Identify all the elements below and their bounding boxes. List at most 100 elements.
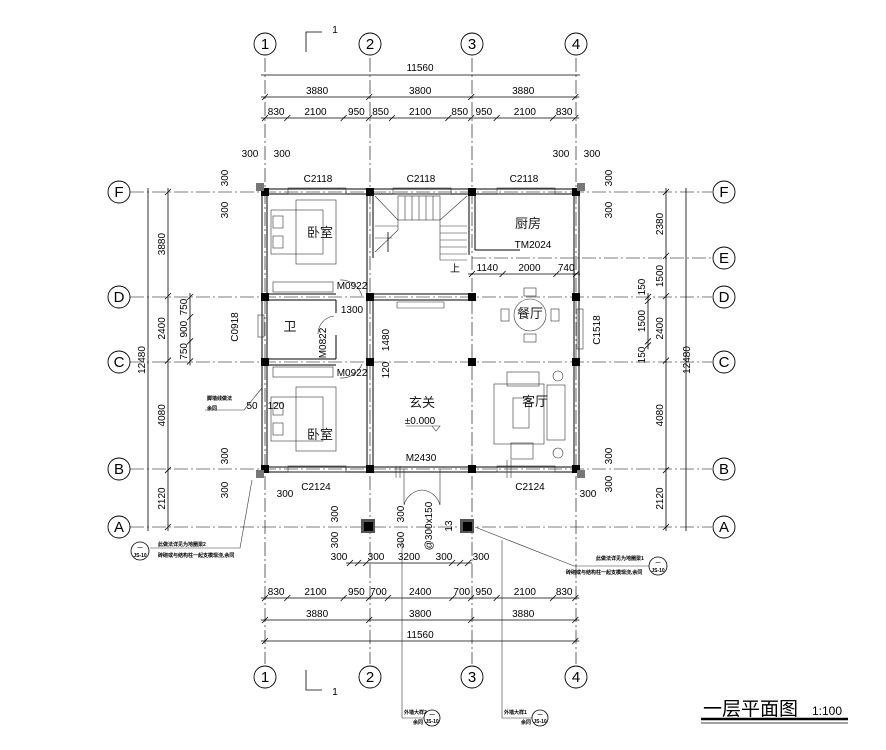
corner-dimension: 300 bbox=[220, 169, 231, 186]
left-window-dimension-tick bbox=[186, 338, 194, 345]
right-bay-dimension-tick bbox=[662, 188, 670, 196]
bottom-detail-dimension-tick bbox=[384, 594, 392, 602]
detail-symbol: — bbox=[138, 545, 143, 551]
drawing-scale: 1:100 bbox=[812, 704, 842, 718]
axis-label: 1 bbox=[261, 36, 269, 53]
drawing-title: 一层平面图 bbox=[703, 699, 798, 720]
top-bay-dimension-tick bbox=[261, 93, 269, 101]
note: 砖砌或与结构柱一起支模现浇,余同 bbox=[566, 569, 642, 576]
column-offset: 50 bbox=[246, 401, 258, 412]
right-window-dimension-tick bbox=[644, 297, 652, 305]
detail-bubble bbox=[130, 541, 150, 561]
entry-dimension-value: 300 bbox=[436, 552, 453, 563]
entry-dimension-value: 300 bbox=[473, 552, 490, 563]
left-bay-dimension-value: 2400 bbox=[157, 317, 168, 340]
right-bay-dimension-value: 2120 bbox=[655, 487, 666, 510]
column-offset: 120 bbox=[268, 401, 285, 412]
bottom-detail-dimension-value: 950 bbox=[348, 587, 365, 598]
section-number: 1 bbox=[332, 687, 338, 698]
note: 此做法详见为地圈梁2 bbox=[158, 541, 206, 548]
detail-ref: JS-10 bbox=[425, 719, 439, 725]
top-bay-dimension-tick bbox=[467, 93, 475, 101]
top-detail-dimension-value: 950 bbox=[476, 107, 493, 118]
right-bay-dimension-value: 2400 bbox=[655, 317, 666, 340]
top-detail-dimension-tick bbox=[365, 114, 373, 122]
door-label: M0922 bbox=[337, 368, 368, 379]
bottom-total-dimension-tick bbox=[261, 637, 269, 645]
top-detail-dimension-tick bbox=[493, 114, 500, 122]
step-note: @300x150 bbox=[424, 501, 435, 550]
detail-bubble bbox=[648, 556, 668, 576]
right-total-dimension: 12480 bbox=[682, 346, 693, 374]
entry-dimension-tick bbox=[354, 559, 362, 567]
step-count: 13 bbox=[444, 520, 455, 532]
bottom-detail-dimension-tick bbox=[549, 594, 557, 602]
top-detail-dimension-tick bbox=[261, 114, 269, 122]
bottom-detail-dimension-value: 700 bbox=[453, 587, 470, 598]
bottom-detail-dimension-value: 2400 bbox=[409, 587, 432, 598]
corner-dimension: 300 bbox=[553, 149, 570, 160]
window-label: C0918 bbox=[230, 312, 241, 342]
top-detail-dimension-value: 830 bbox=[556, 107, 573, 118]
right-bay-dimension-tick bbox=[662, 523, 670, 531]
entry-dimension-value: 300 bbox=[331, 552, 348, 563]
axis-label: C bbox=[719, 354, 730, 371]
kitchen-door-dimension-value: 2000 bbox=[518, 263, 541, 274]
entry-dimension-value: 3200 bbox=[398, 552, 421, 563]
axis-label: 4 bbox=[572, 36, 580, 53]
window-label: C2118 bbox=[304, 174, 333, 185]
right-bay-dimension-value: 1500 bbox=[655, 264, 666, 287]
bottom-bay-dimension-tick bbox=[467, 616, 475, 624]
left-window-dimension-value: 750 bbox=[179, 298, 190, 315]
window-label: C2124 bbox=[301, 482, 331, 493]
axis-bubble bbox=[107, 285, 131, 309]
top-bay-dimension-tick bbox=[365, 93, 373, 101]
corner-dimension: 300 bbox=[274, 149, 291, 160]
window-label: C2118 bbox=[510, 174, 539, 185]
note: 此做法详见为地圈梁1 bbox=[596, 555, 644, 562]
left-bay-dimension-value: 3880 bbox=[157, 233, 168, 256]
section-mark-top bbox=[305, 31, 322, 52]
entry-dimension-tick bbox=[362, 559, 370, 567]
corner-dimension: 300 bbox=[604, 447, 615, 464]
axis-label: B bbox=[719, 461, 729, 478]
top-detail-dimension-tick bbox=[467, 114, 475, 122]
left-bay-dimension-tick bbox=[164, 188, 172, 196]
kitchen-door-dimension-tick bbox=[468, 270, 476, 278]
axis-label: E bbox=[719, 250, 729, 267]
top-detail-dimension-value: 850 bbox=[372, 107, 389, 118]
detail-label: 余同 bbox=[520, 719, 531, 726]
corner-dimension: 300 bbox=[604, 169, 615, 186]
axis-bubble bbox=[107, 180, 131, 204]
axis-label: F bbox=[719, 184, 728, 201]
note: 余同 bbox=[206, 405, 217, 412]
axis-bubble bbox=[712, 350, 736, 374]
hall-dimension: 1480 bbox=[381, 328, 392, 351]
detail-label: 外墙大样1 bbox=[504, 709, 527, 716]
corner-dimension: 300 bbox=[580, 489, 597, 500]
bottom-detail-dimension-value: 830 bbox=[268, 587, 285, 598]
kitchen-door-dimension-value: 740 bbox=[558, 263, 575, 274]
axis-bubble bbox=[712, 246, 736, 270]
left-bay-dimension-tick bbox=[164, 292, 172, 300]
right-window-dimension-value: 1500 bbox=[637, 309, 648, 332]
hall-dimension: 120 bbox=[381, 361, 392, 378]
entry-dimension-tick bbox=[448, 559, 456, 567]
note: 砖砌或与结构柱一起支模现浇,余同 bbox=[158, 552, 234, 559]
corner-dimension: 300 bbox=[220, 481, 231, 498]
axis-bubble bbox=[564, 32, 588, 56]
room-label-kitchen: 厨房 bbox=[515, 216, 541, 231]
hall-dimension: 1300 bbox=[341, 305, 364, 316]
axis-bubble bbox=[460, 32, 484, 56]
bottom-detail-dimension-tick bbox=[449, 594, 456, 602]
door-label: M0822 bbox=[318, 327, 329, 358]
right-window-dimension-tick bbox=[644, 293, 652, 301]
right-bay-dimension-value: 4080 bbox=[655, 404, 666, 427]
left-bay-dimension-tick bbox=[164, 466, 172, 474]
left-window-dimension-value: 900 bbox=[179, 320, 190, 337]
corner-dimension: 300 bbox=[396, 505, 407, 522]
axis-label: B bbox=[114, 461, 124, 478]
right-window-dimension-tick bbox=[644, 342, 652, 349]
left-window-dimension-tick bbox=[186, 313, 194, 321]
